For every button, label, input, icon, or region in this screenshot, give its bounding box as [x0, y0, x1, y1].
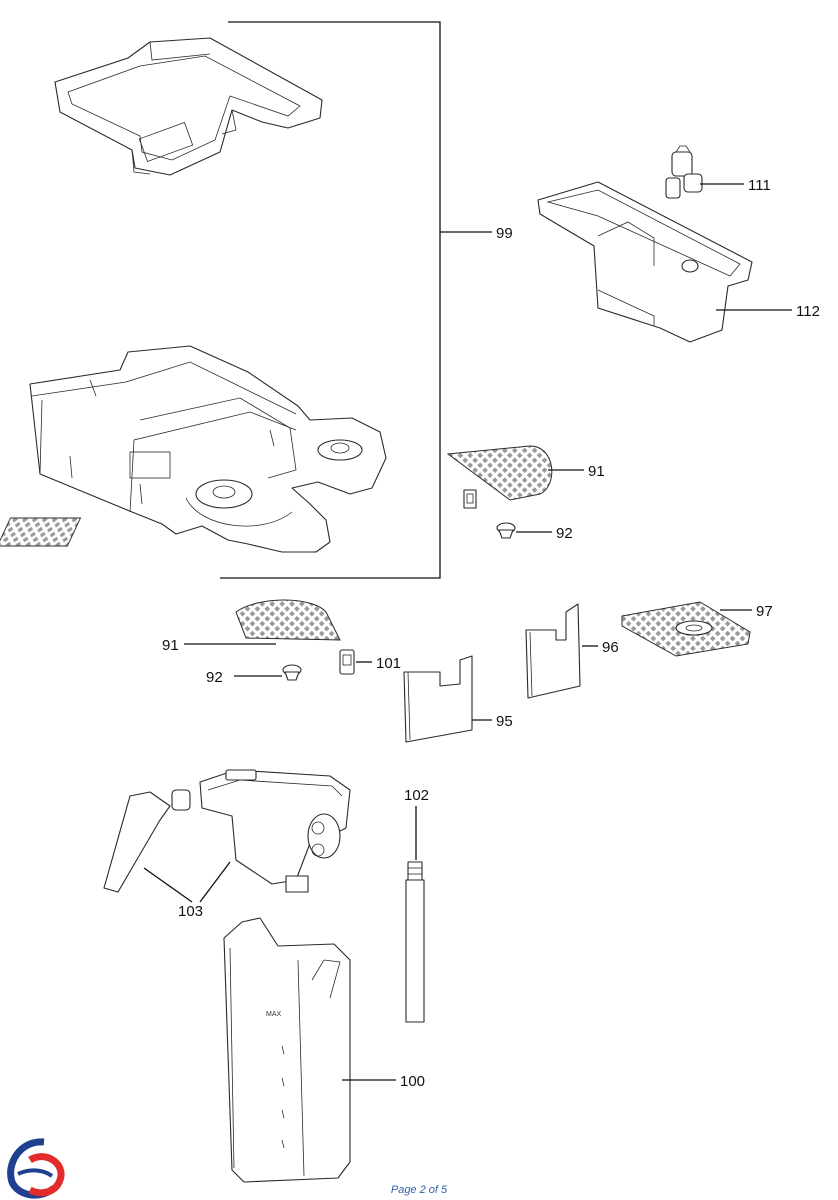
part-111-valve — [665, 145, 703, 199]
callout-91a: 91 — [588, 463, 605, 480]
svg-text:MAX: MAX — [266, 1011, 282, 1018]
callout-111: 111 — [748, 177, 771, 194]
housing-base — [0, 345, 387, 553]
part-101-clip — [339, 649, 355, 675]
callout-92a: 92 — [556, 525, 573, 542]
part-97-grid-plate — [621, 601, 751, 657]
callout-92b: 92 — [206, 669, 223, 686]
part-92-plug-middle — [282, 664, 302, 681]
callout-112: 112 — [796, 303, 820, 320]
part-92-plug-upper — [496, 522, 516, 539]
callout-97: 97 — [756, 603, 773, 620]
callout-99: 99 — [496, 225, 513, 242]
part-112-tray — [537, 181, 753, 343]
callout-91b: 91 — [162, 637, 179, 654]
part-100-water-tank: MAX — [223, 917, 351, 1183]
part-91-drip-grid-upper — [446, 445, 553, 509]
callout-101: 101 — [376, 655, 401, 672]
callout-100: 100 — [400, 1073, 425, 1090]
part-102-tube — [405, 861, 425, 1023]
part-91-drip-grid-middle — [235, 599, 341, 641]
part-95-panel — [403, 655, 473, 743]
brand-logo — [7, 1138, 65, 1199]
assembly-bracket-99 — [220, 21, 492, 579]
callout-95: 95 — [496, 713, 513, 730]
callout-96: 96 — [602, 639, 619, 656]
part-103-filter-assembly — [103, 769, 351, 903]
callout-102: 102 — [404, 787, 429, 804]
callout-103: 103 — [178, 903, 203, 920]
part-96-panel — [525, 603, 581, 699]
housing-top-cover — [54, 37, 323, 176]
page-number: Page 2 of 5 — [390, 1184, 448, 1196]
